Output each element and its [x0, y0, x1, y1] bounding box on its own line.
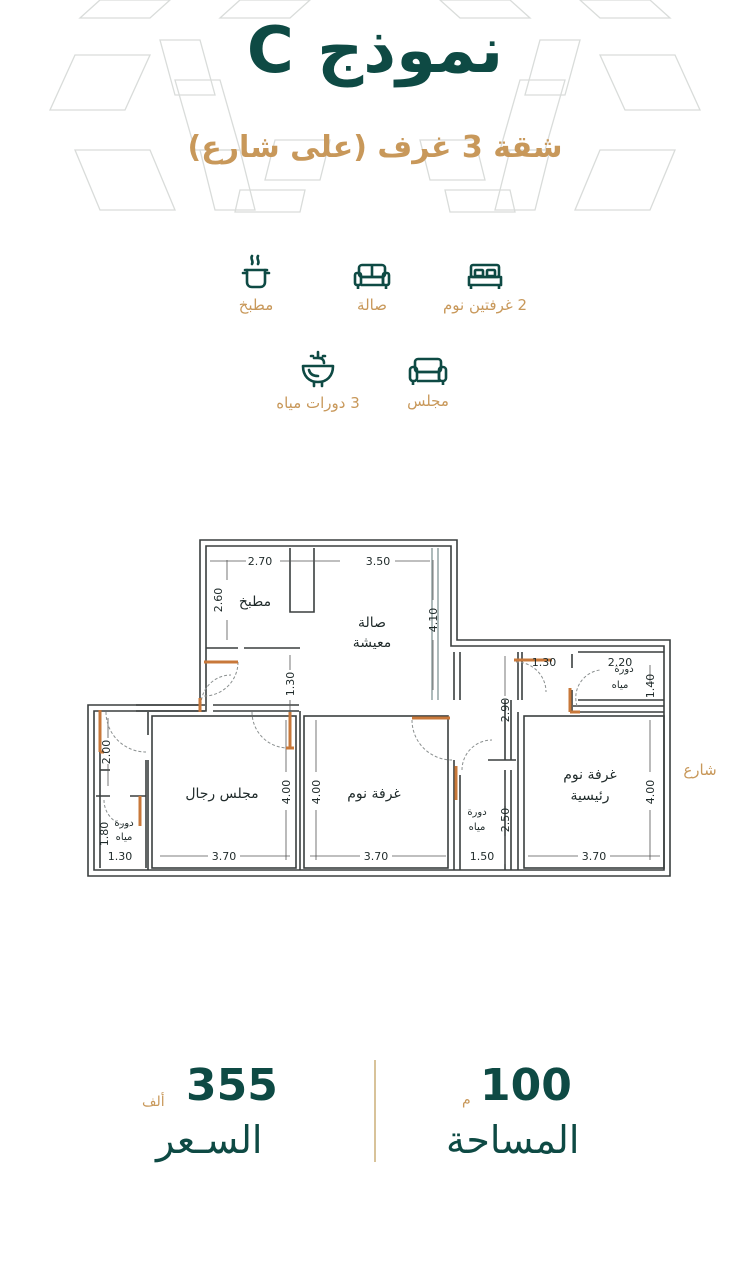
sofa-icon [353, 263, 391, 289]
room-wc-left-line1: دورة [114, 818, 133, 829]
feature-bedrooms-label: 2 غرفتين نوم [442, 296, 528, 314]
dim-bottom-4: 1.50 [470, 850, 495, 863]
dim-kitchen-h: 2.60 [212, 588, 225, 613]
dim-wc-top-w2: 2.20 [608, 656, 633, 669]
page-subtitle: شقة 3 غرف (على شارع) [187, 130, 563, 165]
street-label: شارع [683, 761, 716, 779]
room-master-line2: رئيسية [570, 788, 609, 804]
background-pattern [48, 0, 702, 213]
room-living-line2: معيشة [353, 635, 391, 651]
dim-bedroom-h: 4.00 [310, 780, 323, 805]
dim-living-h: 4.10 [427, 608, 440, 633]
kitchen-pot-icon [241, 254, 271, 289]
dim-majlis-h: 4.00 [280, 780, 293, 805]
room-kitchen: مطبخ [239, 594, 271, 610]
feature-living-label: صالة [357, 296, 387, 314]
page-title: نموذج C [246, 14, 504, 88]
price-unit: ألف [142, 1094, 165, 1110]
dim-corridor-h: 1.30 [284, 672, 297, 697]
feature-kitchen: مطبخ [176, 254, 336, 314]
sink-icon [301, 350, 335, 388]
feature-wc-label: 3 دورات مياه [276, 394, 360, 412]
dim-mid-top-h: 2.90 [499, 698, 512, 723]
stats-divider [374, 1060, 376, 1162]
room-wc-top-line2: مياه [612, 680, 629, 691]
feature-majlis-label: مجلس [407, 392, 449, 410]
dim-kitchen-w: 2.70 [248, 555, 273, 568]
armchair-icon [408, 357, 448, 385]
price-value: 355 [186, 1060, 278, 1111]
room-wc-mid-line2: مياه [469, 822, 486, 833]
dim-left-wc-h: 1.80 [98, 822, 111, 847]
dim-left-h: 2.00 [100, 740, 113, 765]
dim-living-w: 3.50 [366, 555, 391, 568]
floor-plan: 2.70 3.50 2.60 4.10 1.30 4.00 4.00 4.00 … [87, 539, 717, 877]
dim-bottom-1: 1.30 [108, 850, 133, 863]
bed-icon [467, 263, 503, 289]
room-wc-top-line1: دورة [614, 664, 633, 675]
room-living-line1: صالة [358, 615, 386, 631]
room-wc-mid-line1: دورة [467, 807, 486, 818]
price-label: السـعر [156, 1118, 263, 1162]
area-unit: م [462, 1092, 471, 1108]
feature-majlis: مجلس [348, 356, 508, 410]
feature-wc: 3 دورات مياه [238, 350, 398, 412]
dim-bottom-5: 3.70 [582, 850, 607, 863]
dim-bottom-2: 3.70 [212, 850, 237, 863]
dim-master-h: 4.00 [644, 780, 657, 805]
dim-mid-wc-h: 2.50 [499, 808, 512, 833]
feature-kitchen-label: مطبخ [238, 296, 274, 314]
room-master-line1: غرفة نوم [563, 767, 617, 783]
feature-bedrooms: 2 غرفتين نوم [405, 262, 565, 314]
area-value: 100 [480, 1060, 572, 1111]
dim-wc-top-w1: 1.30 [532, 656, 557, 669]
room-majlis: مجلس رجال [185, 786, 258, 802]
room-wc-left-line2: مياه [116, 832, 133, 843]
area-label: المساحة [446, 1118, 580, 1162]
feature-living: صالة [292, 262, 452, 314]
dim-bottom-3: 3.70 [364, 850, 389, 863]
dim-wc-top-h: 1.40 [644, 674, 657, 699]
room-bedroom: غرفة نوم [347, 786, 401, 802]
